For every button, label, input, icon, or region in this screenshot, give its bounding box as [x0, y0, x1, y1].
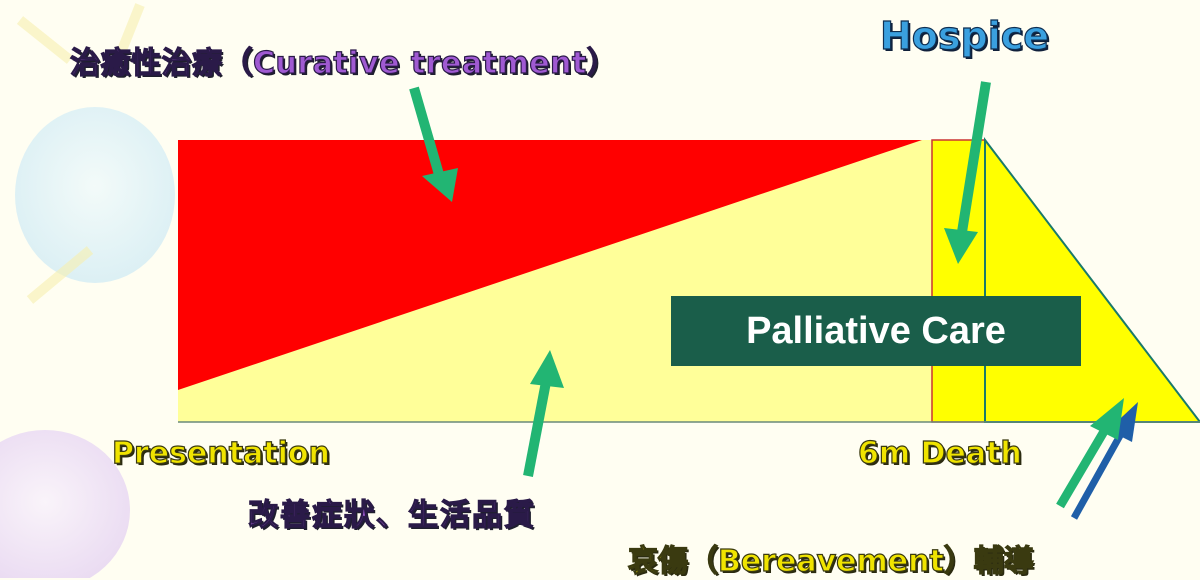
improve-symptoms-label: 改善症狀、生活品質 [248, 490, 536, 534]
six-month-death-label: 6m Death [858, 436, 1022, 471]
curative-treatment-label: 治癒性治療（Curative treatment） [70, 38, 617, 82]
palliative-care-label: Palliative Care [746, 310, 1006, 353]
presentation-label: Presentation [112, 436, 330, 471]
hospice-band [932, 140, 985, 422]
decor-bubble-blue [15, 107, 175, 283]
hospice-label: Hospice [880, 14, 1049, 58]
palliative-care-box: Palliative Care [671, 296, 1081, 366]
bereavement-triangle [985, 140, 1200, 422]
bereavement-label: 哀傷（Bereavement）輔導 [628, 536, 1034, 580]
decor-bubble-purple [0, 430, 130, 578]
